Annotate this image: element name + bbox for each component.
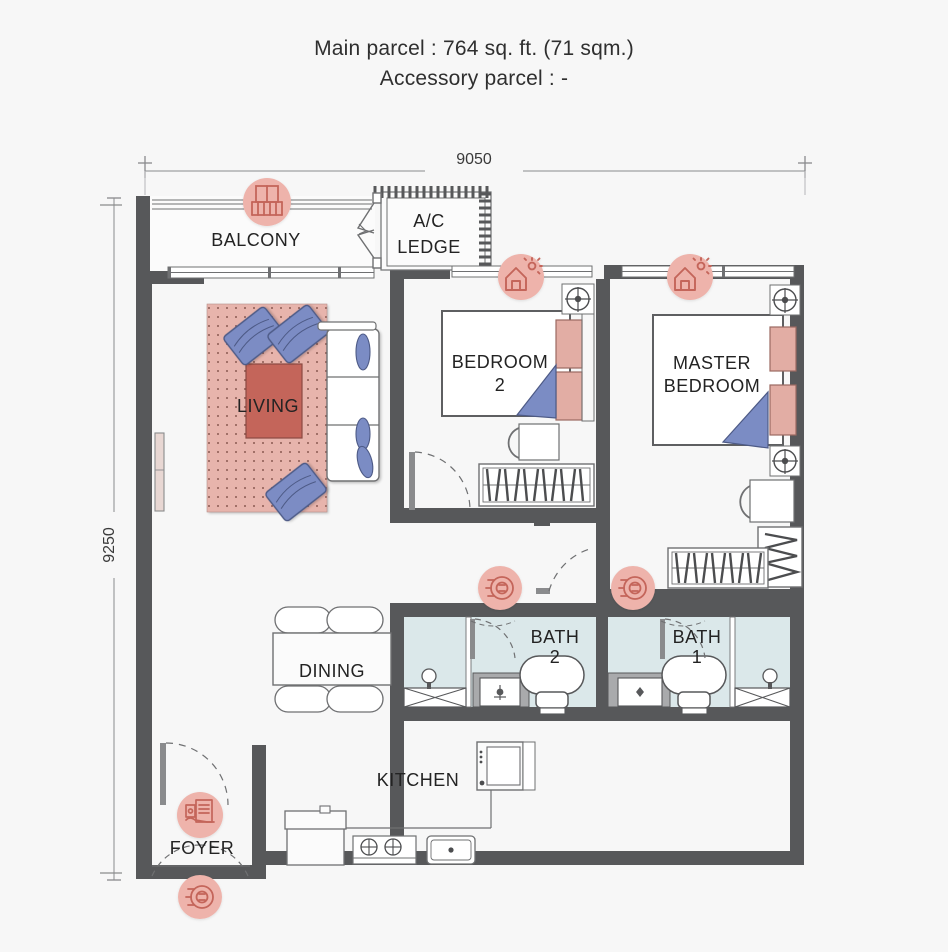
label-ac-ledge-1: A/C xyxy=(413,211,445,231)
room-ac-ledge[interactable]: A/C LEDGE xyxy=(356,186,492,271)
dimension-top: 9050 xyxy=(138,147,812,195)
hotspot-bath2-door[interactable] xyxy=(478,566,522,610)
hotspot-badges[interactable] xyxy=(177,178,713,919)
ac-louvre-top xyxy=(373,186,489,198)
label-master-1: MASTER xyxy=(673,353,751,373)
master-door xyxy=(536,547,594,594)
pillow xyxy=(769,384,797,436)
smart-lock-icon xyxy=(185,799,215,823)
foyer-door-swing xyxy=(160,742,229,806)
armchair-3 xyxy=(265,462,327,522)
shower-screen xyxy=(729,616,736,708)
width-dimension-label: 9050 xyxy=(456,151,492,168)
shower-tray-bath2 xyxy=(403,687,467,708)
label-bedroom2-2: 2 xyxy=(495,375,506,395)
room-foyer[interactable]: FOYER xyxy=(151,742,250,877)
hotspot-master-window[interactable] xyxy=(667,254,713,300)
house-sun-icon xyxy=(674,257,712,291)
hotspot-balcony-railing[interactable] xyxy=(243,178,291,226)
living-sofa-unit xyxy=(317,321,380,482)
kitchen-sink xyxy=(426,835,476,865)
dining-table xyxy=(272,632,392,686)
bed-blanket xyxy=(515,363,557,419)
parcel-header: Main parcel : 764 sq. ft. (71 sqm.) Acce… xyxy=(0,34,948,95)
chair-master xyxy=(739,479,795,523)
pillow xyxy=(769,326,797,372)
ceiling-fixture-master-top xyxy=(769,284,801,316)
accessory-parcel-text: Accessory parcel : - xyxy=(379,67,569,91)
bed-blanket xyxy=(721,390,769,449)
refrigerator xyxy=(284,805,347,866)
chair-bedroom2 xyxy=(507,423,560,461)
hotspot-entry-door[interactable] xyxy=(178,875,222,919)
door-vent-icon xyxy=(618,576,647,600)
bath2-door-swing xyxy=(470,618,516,659)
bath1-door-swing xyxy=(660,618,706,659)
hotspot-foyer-smartlock[interactable] xyxy=(177,792,223,838)
bed-bedroom-2 xyxy=(441,310,595,422)
toilet-bath1 xyxy=(661,655,727,715)
bedroom2-door xyxy=(409,451,471,511)
room-master-bedroom[interactable]: MASTER BEDROOM xyxy=(536,265,803,594)
room-kitchen[interactable]: KITCHEN xyxy=(284,741,537,866)
armchair-2 xyxy=(267,304,329,364)
armchair-1 xyxy=(223,306,285,366)
shower-screen xyxy=(465,616,472,708)
stove-hob xyxy=(352,835,417,865)
wardrobe-bedroom2 xyxy=(478,463,595,507)
room-bedroom-2[interactable]: BEDROOM 2 xyxy=(409,265,595,511)
label-bath2-1: BATH xyxy=(531,627,580,647)
ac-folding-door xyxy=(356,192,382,269)
room-living[interactable]: LIVING xyxy=(154,303,380,522)
shower-tray-bath1 xyxy=(734,687,791,708)
hotspot-bedroom2-window[interactable] xyxy=(498,254,544,300)
ac-louvre-right xyxy=(479,192,491,266)
label-kitchen: KITCHEN xyxy=(377,770,460,790)
house-sun-icon xyxy=(505,257,543,291)
hotspot-bath1-door[interactable] xyxy=(611,566,655,610)
wall-structure xyxy=(136,196,804,879)
basin-bath1 xyxy=(762,668,778,689)
basin-bath2 xyxy=(421,668,437,689)
dining-chairs-top xyxy=(274,606,384,634)
tv-console xyxy=(154,432,165,512)
microwave-oven xyxy=(476,741,536,791)
main-parcel-text: Main parcel : 764 sq. ft. (71 sqm.) xyxy=(314,37,634,60)
coffee-table xyxy=(245,363,303,439)
dimension-left: 9250 xyxy=(98,197,124,881)
ceiling-fixture-master-bottom xyxy=(769,445,801,477)
ceiling-fixture-bedroom2 xyxy=(561,283,595,315)
label-ac-ledge-2: LEDGE xyxy=(397,237,461,257)
door-vent-icon xyxy=(485,576,514,600)
vanity-bath1 xyxy=(607,672,671,708)
label-dining: DINING xyxy=(299,661,365,681)
room-dining[interactable]: DINING xyxy=(272,606,392,713)
toilet-bath2 xyxy=(519,655,585,715)
label-master-2: BEDROOM xyxy=(664,376,761,396)
balcony-sliding-door xyxy=(167,266,375,279)
height-dimension-label: 9250 xyxy=(101,527,118,563)
label-bedroom2-1: BEDROOM xyxy=(452,352,549,372)
room-bath-2[interactable]: BATH 2 xyxy=(403,616,596,715)
dining-chairs-bottom xyxy=(274,685,384,713)
label-bath1-1: BATH xyxy=(673,627,722,647)
label-foyer: FOYER xyxy=(170,838,235,858)
label-balcony: BALCONY xyxy=(211,230,301,250)
wardrobe-master-bottom xyxy=(667,547,769,589)
entry-door-swing xyxy=(151,844,250,877)
label-bath1-2: 1 xyxy=(692,647,703,667)
balcony-railing-icon xyxy=(251,185,283,216)
door-vent-icon xyxy=(185,885,214,909)
pillow xyxy=(555,319,583,369)
room-bath-1[interactable]: BATH 1 xyxy=(607,616,791,715)
label-living: LIVING xyxy=(237,396,299,416)
bed-master xyxy=(652,314,797,449)
pillow xyxy=(555,371,583,421)
label-bath2-2: 2 xyxy=(550,647,561,667)
